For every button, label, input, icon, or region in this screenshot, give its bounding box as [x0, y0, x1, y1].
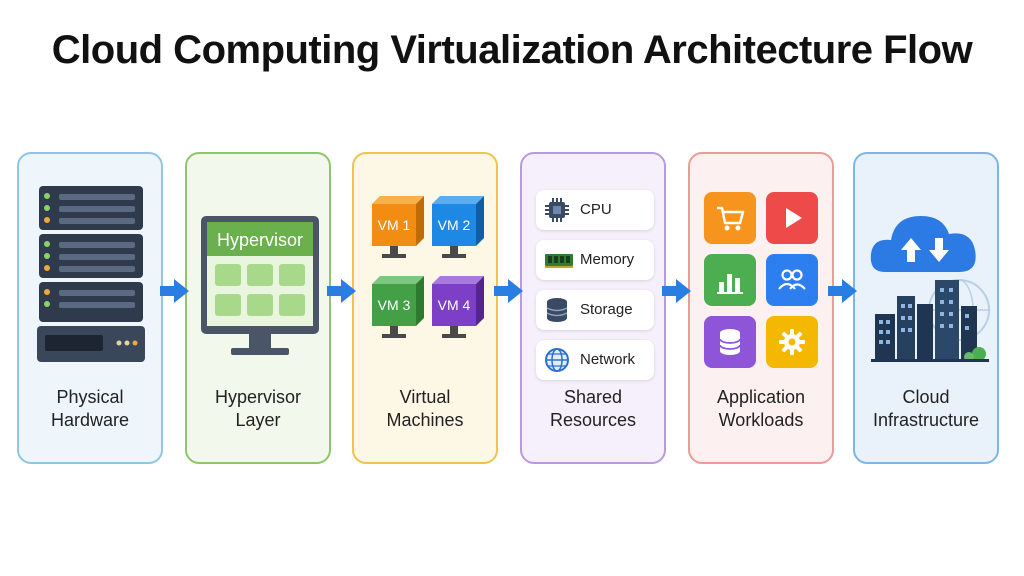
stage-label-line2: Hardware — [50, 410, 130, 430]
resource-memory: Memory — [536, 240, 654, 280]
cube-icon: VM 1 VM 2 VM 3 — [354, 154, 496, 374]
resource-cpu: CPU — [536, 190, 654, 230]
flow-arrow-icon — [160, 279, 189, 303]
svg-text:VM 1: VM 1 — [378, 217, 411, 233]
bar-chart-icon — [717, 274, 743, 294]
resource-network: Network — [536, 340, 654, 380]
app-tile-cart — [704, 192, 756, 244]
users-icon — [778, 269, 806, 290]
stage-label-line1: Application — [716, 387, 806, 407]
stage-label-line1: Cloud — [902, 387, 950, 407]
svg-text:VM 4: VM 4 — [438, 297, 471, 313]
cpu-chip-icon — [545, 198, 569, 222]
vm-1-cube: VM 1 — [372, 196, 424, 258]
app-tile-users — [766, 254, 818, 306]
app-tile-analytics — [704, 254, 756, 306]
stage-label-line2: Infrastructure — [872, 410, 980, 430]
flow-arrow-icon — [327, 279, 356, 303]
globe-icon — [545, 348, 569, 372]
play-icon — [786, 208, 802, 228]
stage-label-line1: Shared — [563, 387, 623, 407]
stage-label-line2: Layer — [235, 410, 281, 430]
memory-module-icon — [545, 254, 573, 268]
resource-label: CPU — [580, 201, 612, 218]
svg-text:VM 2: VM 2 — [438, 217, 471, 233]
stage-application-workloads: Application Workloads — [688, 152, 834, 464]
stage-virtual-machines: VM 1 VM 2 VM 3 — [352, 152, 498, 464]
app-tile-video — [766, 192, 818, 244]
stage-physical-hardware: Physical Hardware — [17, 152, 163, 464]
vm-3-cube: VM 3 — [372, 276, 424, 338]
shopping-cart-icon — [717, 206, 745, 231]
hypervisor-badge: Hypervisor — [217, 230, 303, 250]
database-icon — [546, 298, 568, 322]
flow-arrow-icon — [828, 279, 857, 303]
gear-icon — [779, 329, 805, 355]
resource-label: Storage — [580, 301, 633, 318]
stage-label-line1: Hypervisor — [214, 387, 302, 407]
flow-arrow-icon — [494, 279, 523, 303]
svg-text:VM 3: VM 3 — [378, 297, 411, 313]
flow-arrow-icon — [662, 279, 691, 303]
stage-shared-resources: CPU Memory Storage Network Shared R — [520, 152, 666, 464]
stage-hypervisor-layer: Hypervisor Hypervisor Layer — [185, 152, 331, 464]
stage-label-line1: Physical — [56, 387, 124, 407]
stage-label-line2: Resources — [549, 410, 637, 430]
vm-4-cube: VM 4 — [432, 276, 484, 338]
stage-cloud-infrastructure: Cloud Infrastructure — [853, 152, 999, 464]
stage-label-line2: Machines — [386, 410, 464, 430]
page-title: Cloud Computing Virtualization Architect… — [51, 28, 973, 72]
resource-storage: Storage — [536, 290, 654, 330]
monitor-icon: Hypervisor — [187, 154, 329, 374]
app-tile-database — [704, 316, 756, 368]
database-icon — [719, 329, 741, 355]
stage-label-line2: Workloads — [718, 410, 804, 430]
resource-label: Network — [580, 351, 636, 368]
server-rack-icon — [19, 154, 161, 374]
cloud-upload-download-icon — [855, 154, 997, 374]
vm-2-cube: VM 2 — [432, 196, 484, 258]
stage-label-line1: Virtual — [399, 387, 451, 407]
resource-label: Memory — [580, 251, 635, 268]
app-tile-settings — [766, 316, 818, 368]
